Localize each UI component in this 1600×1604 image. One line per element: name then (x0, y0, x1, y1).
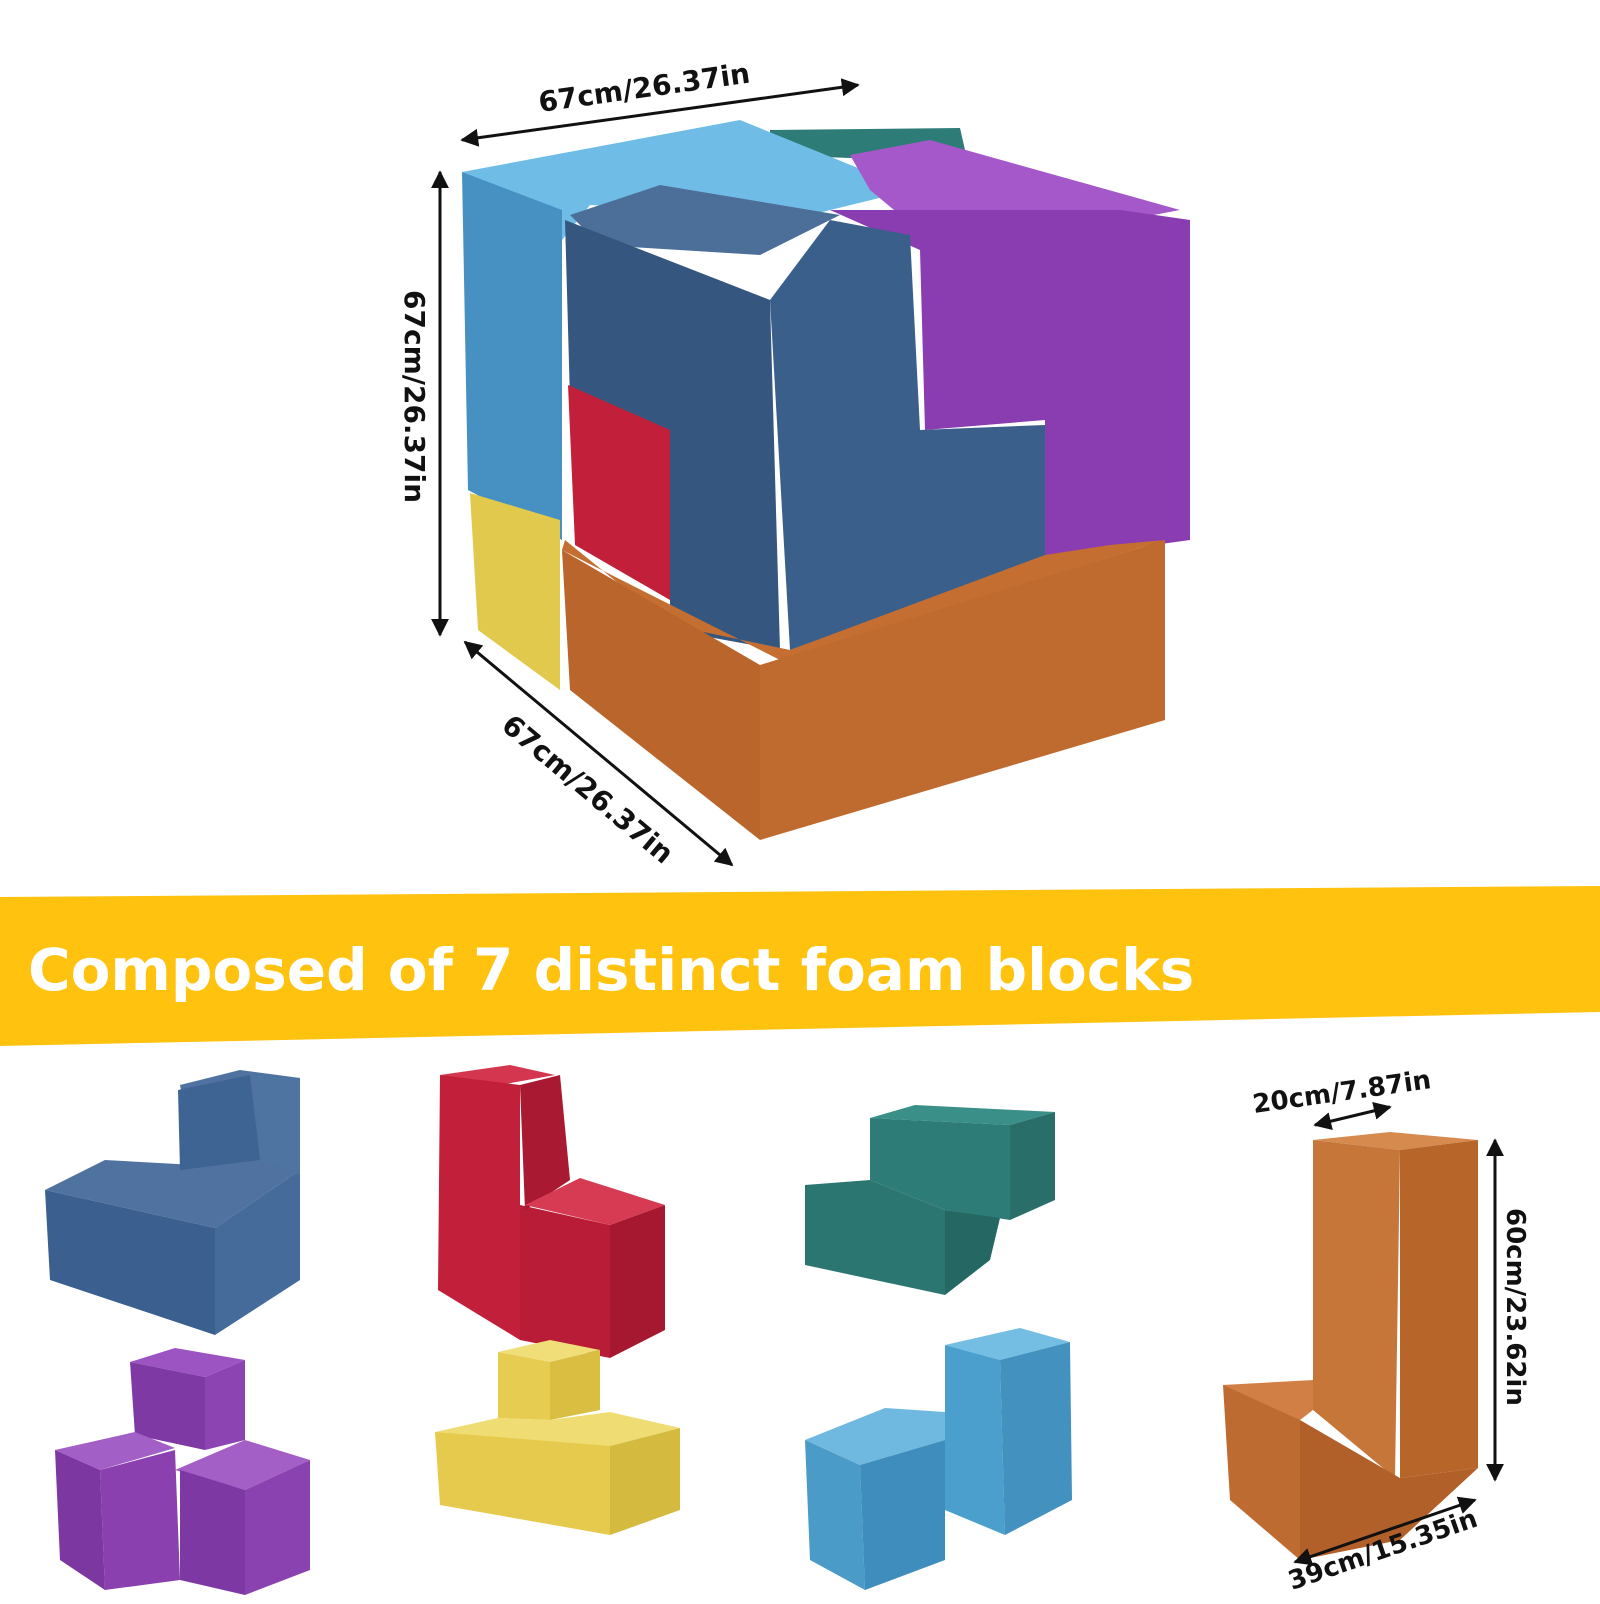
teal-block-top (870, 1105, 1055, 1125)
light-blue-block-upper-side (1000, 1342, 1072, 1535)
cube-width-arrow (460, 78, 860, 147)
assembled-cube (462, 120, 1190, 840)
light-blue-block-upper-front (945, 1345, 1005, 1535)
purple-block (55, 1348, 310, 1595)
purple-block-top-side (205, 1360, 245, 1450)
cube-light-blue-side (462, 172, 562, 540)
purple-block-right-side (245, 1460, 310, 1595)
orange-base-arrow (1293, 1496, 1477, 1566)
orange-block-upright-front (1313, 1140, 1400, 1478)
yellow-block-bar-side (610, 1428, 680, 1535)
cube-height-label: 67cm/26.37in (398, 290, 431, 503)
teal-block-upper-front (870, 1118, 1010, 1220)
light-blue-block-top (945, 1328, 1070, 1360)
purple-block-left-top (55, 1432, 175, 1470)
cube-orange-right (760, 540, 1165, 840)
banner: Composed of 7 distinct foam blocks (0, 886, 1600, 1046)
teal-block-lower-side (945, 1210, 1000, 1295)
purple-block-left-side (100, 1450, 180, 1590)
banner-text: Composed of 7 distinct foam blocks (28, 936, 1194, 1004)
light-blue-block (805, 1328, 1072, 1590)
purple-block-right-front (180, 1470, 245, 1595)
red-block-side (610, 1205, 665, 1358)
red-block-top (440, 1065, 555, 1085)
light-blue-block-lower-front (805, 1440, 865, 1590)
red-block-step (525, 1178, 665, 1225)
navy-block (45, 1070, 300, 1335)
yellow-block-stem-side (550, 1350, 600, 1420)
banner-background (0, 886, 1600, 1046)
cube-orange-top (562, 540, 1165, 660)
orange-height-label: 60cm/23.62in (1500, 1208, 1530, 1406)
light-blue-block-lower-top (805, 1408, 945, 1465)
orange-top-label: 20cm/7.87in (1251, 1065, 1433, 1120)
red-block (438, 1065, 665, 1358)
purple-block-right-top (175, 1440, 310, 1490)
purple-block-top-front (130, 1362, 205, 1450)
orange-width-arrow (1313, 1102, 1392, 1130)
orange-block-foot-front (1223, 1385, 1300, 1560)
cube-purple-front (830, 210, 1190, 560)
orange-block-top (1313, 1132, 1478, 1150)
yellow-block-bar-front (435, 1432, 610, 1535)
navy-block-front (45, 1190, 215, 1335)
yellow-block-stem-top (498, 1340, 600, 1362)
purple-block-left-front (55, 1450, 105, 1590)
cube-purple-top (850, 140, 1180, 225)
red-block-front-low (520, 1205, 610, 1358)
cube-navy-right (770, 220, 1045, 650)
navy-block-upright (178, 1075, 260, 1170)
navy-block-riser (255, 1075, 300, 1175)
cube-navy-front (565, 220, 780, 650)
orange-block-upright-side (1400, 1140, 1478, 1478)
yellow-block-stem-front (498, 1352, 550, 1420)
navy-block-side (215, 1170, 300, 1335)
teal-block-right (1010, 1112, 1055, 1220)
purple-block-top-cube (130, 1348, 245, 1377)
cube-navy-top (570, 185, 840, 255)
light-blue-block-lower-side (860, 1440, 945, 1590)
red-block-front-tall (438, 1075, 520, 1340)
cube-width-label: 67cm/26.37in (536, 57, 752, 119)
cube-red-part (568, 385, 670, 600)
red-block-side-top (520, 1075, 570, 1210)
yellow-block (435, 1340, 680, 1535)
orange-block-foot-top (1223, 1380, 1313, 1420)
cube-depth-arrow (463, 640, 734, 867)
teal-block-lower-front (805, 1180, 945, 1295)
cube-yellow-part (470, 493, 560, 690)
teal-block (805, 1105, 1055, 1295)
orange-block (1223, 1132, 1478, 1560)
